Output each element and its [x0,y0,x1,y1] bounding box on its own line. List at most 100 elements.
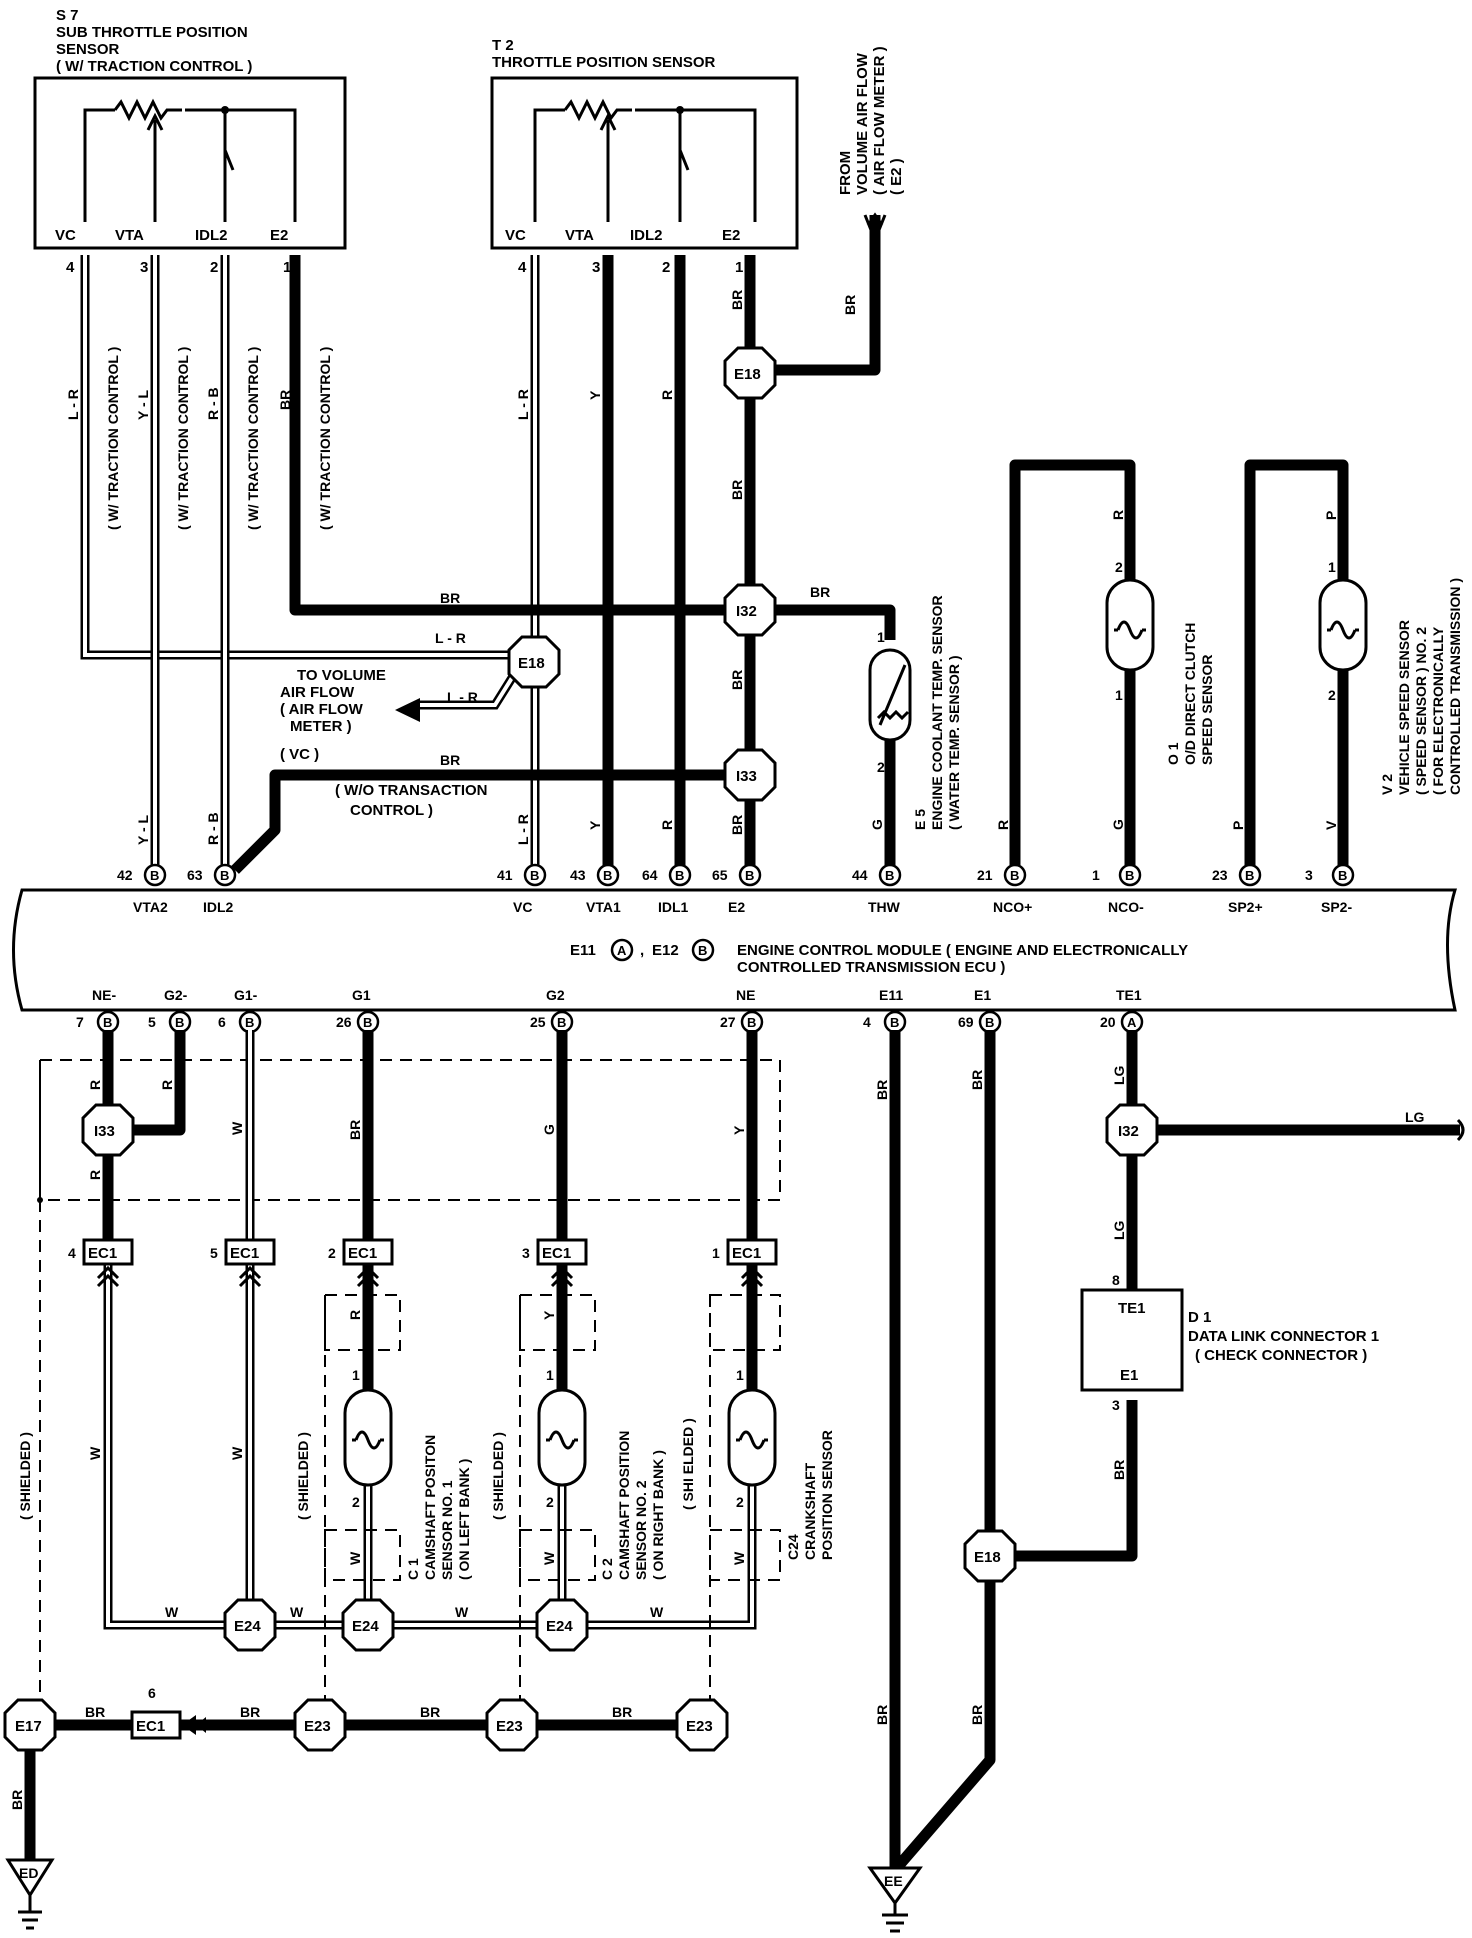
conn-e24-3: E24 [535,1598,589,1652]
svg-text:B: B [603,868,612,883]
svg-text:Y: Y [587,820,603,830]
conn-e23-1: E23 [293,1698,347,1752]
svg-text:G1: G1 [352,987,371,1003]
s7-pin-idl2: IDL2 [195,227,228,244]
conn-i32-top: I32 [723,583,777,637]
svg-text:1: 1 [1328,559,1336,575]
ground-ed: ED [5,1858,55,1930]
svg-text:G: G [869,819,885,830]
t2-internal [533,108,757,222]
svg-text:41: 41 [497,867,513,883]
svg-text:I32: I32 [1118,1123,1139,1140]
svg-text:L - R: L - R [447,689,478,705]
svg-text:E1: E1 [974,987,991,1003]
svg-text:W: W [229,1121,245,1135]
svg-text:W: W [87,1446,103,1460]
svg-text:BR: BR [810,584,830,600]
t2-resistor [563,98,632,122]
svg-text:R - B: R - B [205,387,221,420]
svg-text:( VC ): ( VC ) [280,746,319,763]
svg-text:( WATER TEMP. SENSOR ): ( WATER TEMP. SENSOR ) [946,656,962,831]
svg-text:B: B [557,1015,566,1030]
conn-e18-mid: E18 [507,635,561,689]
svg-text:P: P [1323,511,1339,520]
svg-text:BR: BR [440,752,460,768]
svg-text:5: 5 [148,1014,156,1030]
top-connectors: E18 I32 E18 I33 [507,346,777,802]
ecm-title-1: ENGINE CONTROL MODULE ( ENGINE AND ELECT… [737,942,1188,959]
svg-text:B: B [363,1015,372,1030]
svg-text:2: 2 [1328,687,1336,703]
svg-text:W: W [347,1551,363,1565]
svg-text:R - B: R - B [205,812,221,845]
svg-text:W: W [165,1604,179,1620]
svg-text:BR: BR [440,590,460,606]
svg-text:R: R [995,820,1011,830]
s7-title: SUB THROTTLE POSITION [56,24,248,41]
ecm-e12: E12 [652,942,679,959]
svg-text:B: B [1338,868,1347,883]
svg-text:5: 5 [210,1245,218,1261]
svg-text:I33: I33 [736,768,757,785]
svg-text:VTA1: VTA1 [586,899,621,915]
ecm-module: E11 A , E12 B ENGINE CONTROL MODULE ( EN… [12,888,1458,1012]
svg-text:SPEED SENSOR: SPEED SENSOR [1199,655,1215,765]
conn-e24-1: E24 [223,1598,277,1652]
svg-text:IDL1: IDL1 [658,899,689,915]
svg-text:E23: E23 [496,1718,523,1735]
svg-text:E2: E2 [728,899,745,915]
svg-text:( ON RIGHT BANK ): ( ON RIGHT BANK ) [650,1450,666,1580]
svg-text:2: 2 [736,1494,744,1510]
svg-text:3: 3 [522,1245,530,1261]
bottom-wiring [24,1030,1465,1878]
svg-text:EE: EE [884,1873,903,1889]
svg-text:( SHIELDED ): ( SHIELDED ) [295,1432,311,1520]
svg-text:NCO+: NCO+ [993,899,1032,915]
svg-text:B: B [103,1015,112,1030]
svg-text:R: R [159,1080,175,1090]
svg-text:G: G [1110,819,1126,830]
t2-pin-vta: VTA [565,227,594,244]
svg-text:EC1: EC1 [136,1718,165,1735]
ecm-title-2: CONTROLLED TRANSMISSION ECU ) [737,959,1005,976]
svg-text:65: 65 [712,867,728,883]
svg-text:CAMSHAFT POSITION: CAMSHAFT POSITION [616,1431,632,1580]
s7-pin-e2: E2 [270,227,288,244]
svg-text:20: 20 [1100,1014,1116,1030]
afm-from-label: FROM VOLUME AIR FLOW ( AIR FLOW METER ) … [837,46,905,195]
svg-text:( AIR FLOW METER ): ( AIR FLOW METER ) [871,46,888,195]
s7-pin-vc: VC [55,227,76,244]
svg-text:EC1: EC1 [732,1245,761,1262]
svg-text:B: B [747,1015,756,1030]
svg-text:O 1: O 1 [1165,742,1181,765]
svg-text:4: 4 [68,1245,76,1261]
svg-text:EC1: EC1 [230,1245,259,1262]
conn-e17: E17 [3,1698,57,1752]
svg-text:ENGINE COOLANT TEMP. SENSOR: ENGINE COOLANT TEMP. SENSOR [929,595,945,830]
svg-text:25: 25 [530,1014,546,1030]
svg-text:DATA LINK CONNECTOR 1: DATA LINK CONNECTOR 1 [1188,1328,1379,1345]
t2-throttle-sensor: T 2 THROTTLE POSITION SENSOR VC VTA IDL2… [490,37,799,276]
svg-text:E24: E24 [546,1618,573,1635]
svg-text:TE1: TE1 [1116,987,1142,1003]
t2-pin-idl2: IDL2 [630,227,663,244]
svg-text:W: W [290,1604,304,1620]
svg-text:( E2 ): ( E2 ) [888,158,905,195]
svg-text:BR: BR [729,670,745,690]
svg-text:I33: I33 [94,1123,115,1140]
svg-text:1: 1 [1092,867,1100,883]
svg-text:2: 2 [1115,559,1123,575]
svg-text:V: V [1323,820,1339,830]
svg-text:2: 2 [877,759,885,775]
svg-text:BR: BR [85,1704,105,1720]
svg-text:( SHIELDED ): ( SHIELDED ) [490,1432,506,1520]
svg-text:E24: E24 [352,1618,379,1635]
svg-text:EC1: EC1 [88,1245,117,1262]
top-wire-labels: L - R Y - L R - B BR ( W/ TRACTION CONTR… [65,290,1339,845]
